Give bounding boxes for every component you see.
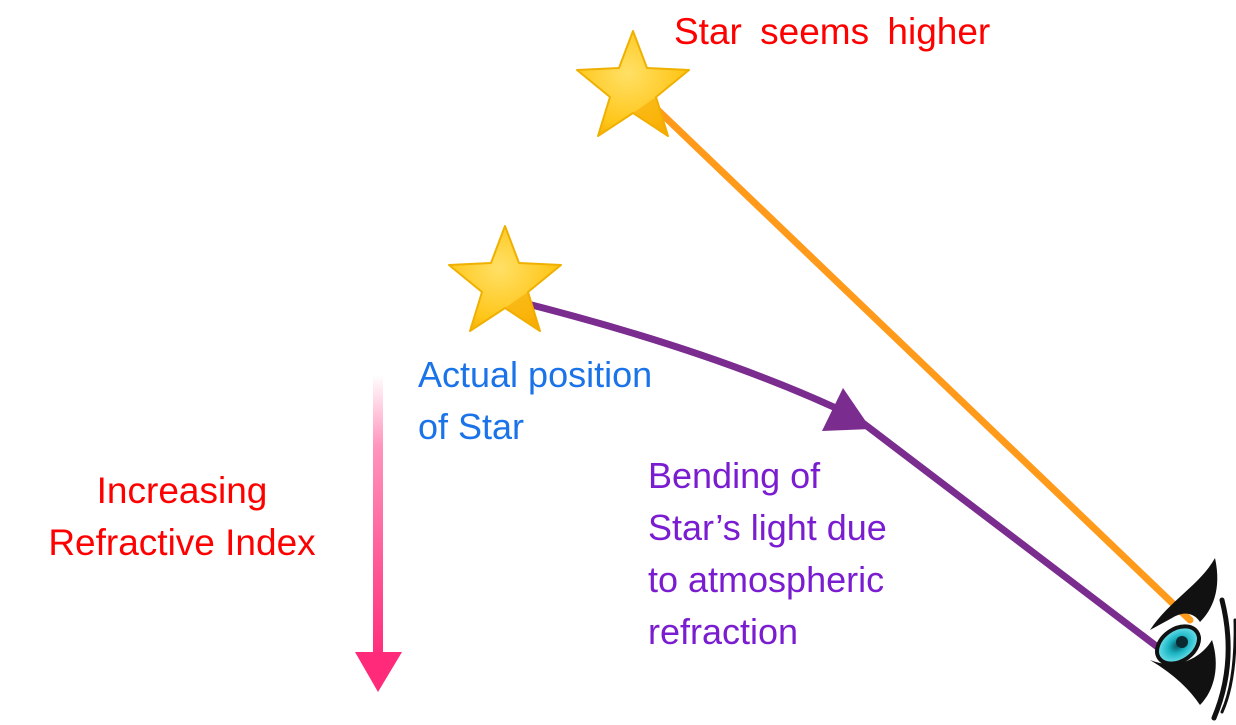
- refractive-index-label-line-1: Increasing: [96, 470, 268, 511]
- refractive-index-arrow-head: [355, 652, 402, 692]
- apparent-star-icon: [576, 30, 690, 137]
- ray-direction-arrowhead: [822, 388, 871, 431]
- actual-star-icon: [448, 225, 562, 332]
- bending-label-line-3: to atmospheric: [648, 559, 885, 600]
- refracted-light-ray: [508, 296, 1176, 662]
- refractive-index-arrow-shaft: [373, 375, 383, 660]
- actual-star-label-line-2: of Star: [418, 406, 525, 447]
- bending-label-line-4: refraction: [648, 611, 799, 652]
- refractive-index-label-line-2: Refractive Index: [48, 522, 316, 563]
- actual-star-label-line-1: Actual position: [418, 354, 653, 395]
- observer-eye-icon: [1150, 558, 1236, 721]
- refractive-index-label: Increasing Refractive Index: [0, 465, 364, 569]
- bending-label-line-1: Bending of: [648, 455, 821, 496]
- bending-label-line-2: Star’s light due: [648, 507, 887, 548]
- bending-description-label: Bending of Star’s light due to atmospher…: [648, 450, 887, 658]
- apparent-star-label: Star seems higher: [674, 11, 991, 52]
- apparent-light-ray: [636, 89, 1194, 624]
- actual-star-label: Actual position of Star: [418, 349, 652, 453]
